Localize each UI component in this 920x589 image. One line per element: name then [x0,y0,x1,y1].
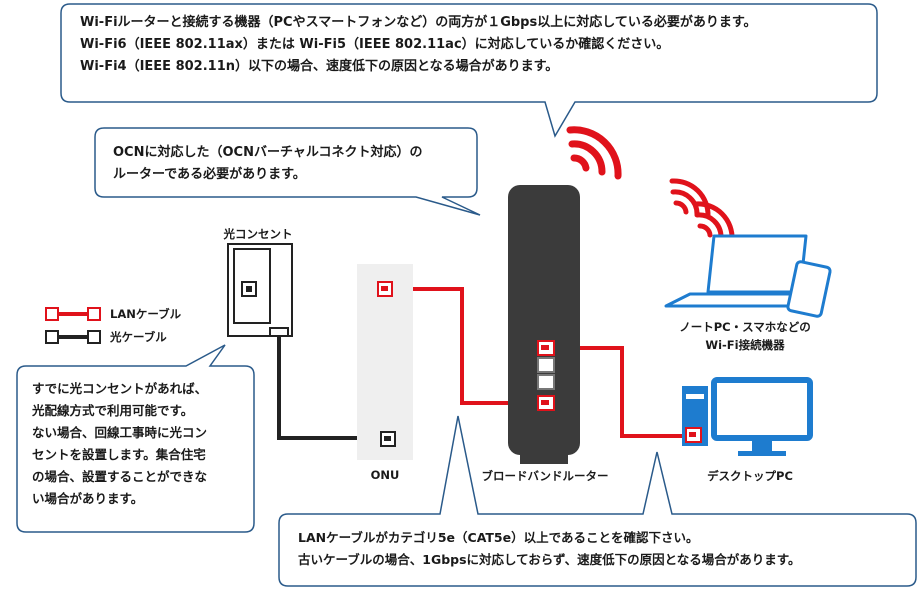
lan-cable-onu-router [385,287,548,405]
lan-cable-note-line-1: LANケーブルがカテゴリ5e（CAT5e）以上であることを確認下さい。 [298,530,699,545]
laptop-icon [664,234,808,308]
optical-cable [277,336,388,440]
ocn-requirement-text: OCNに対応した（OCNバーチャルコネクト対応）の ルーターである必要があります… [113,142,423,186]
wifi-devices-label-line-1: ノートPC・スマホなどの [679,320,811,334]
outlet-note-text: すでに光コンセントがあれば、 光配線方式で利用可能です。 ない場合、回線工事時に… [32,378,207,510]
lan-cable-note-line-2: 古いケーブルの場合、1Gbpsに対応しておらず、速度低下の原因となる場合がありま… [298,552,801,567]
wifi-requirement-line-2: Wi-Fi6（IEEE 802.11ax）または Wi-Fi5（IEEE 802… [80,37,670,52]
wifi-devices-label-line-2: Wi-Fi接続機器 [705,338,785,352]
router-device-icon [508,185,580,464]
outlet-note-line-5: の場合、設置することができな [32,469,208,484]
ocn-requirement-line-1: OCNに対応した（OCNバーチャルコネクト対応）の [113,145,423,160]
legend-optical-icon [45,330,101,344]
outlet-note-line-2: 光配線方式で利用可能です。 [32,403,194,418]
ocn-requirement-bubble [94,127,481,216]
router-label: ブロードバンドルーター [481,469,609,483]
lan-cable-note-text: LANケーブルがカテゴリ5e（CAT5e）以上であることを確認下さい。 古いケー… [298,527,801,571]
optical-outlet-icon [227,243,293,337]
wifi-requirement-text: Wi-Fiルーターと接続する機器（PCやスマートフォンなど）の両方が１Gbps以… [80,12,757,78]
desktop-pc-label: デスクトップPC [707,469,793,483]
outlet-note-line-3: ない場合、回線工事時に光コン [32,425,208,440]
outlet-note-line-4: セントを設置します。集合住宅 [32,447,206,462]
phone-wifi-icon [693,201,735,243]
lan-cable-note-bubble [278,415,917,587]
onu-label: ONU [370,468,400,482]
optical-outlet-label: 光コンセント [223,227,293,241]
laptop-wifi-icon [669,178,711,219]
outlet-note-line-6: い場合があります。 [32,491,144,506]
wifi-requirement-line-1: Wi-Fiルーターと接続する機器（PCやスマートフォンなど）の両方が１Gbps以… [80,15,757,30]
smartphone-icon [786,260,832,318]
router-wifi-icon [566,126,622,180]
outlet-note-bubble [16,344,255,533]
outlet-note-line-1: すでに光コンセントがあれば、 [32,381,208,396]
ocn-requirement-line-2: ルーターである必要があります。 [113,167,306,182]
wifi-requirement-line-3: Wi-Fi4（IEEE 802.11n）以下の場合、速度低下の原因となる場合があ… [80,59,559,74]
wifi-devices-label: ノートPC・スマホなどの Wi-Fi接続機器 [660,318,830,354]
onu-device-icon [357,264,413,460]
wifi-requirement-bubble [60,3,878,138]
legend-optical-label: 光ケーブル [110,330,167,344]
legend-lan-icon [45,307,101,321]
desktop-pc-icon [682,377,813,456]
lan-cable-router-desktop [548,346,690,438]
legend-lan-label: LANケーブル [110,307,182,321]
